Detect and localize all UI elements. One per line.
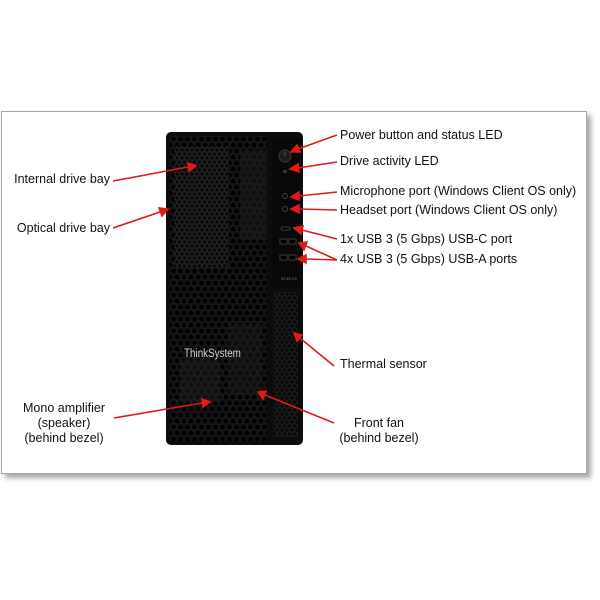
usb-c-port-icon <box>280 226 291 231</box>
label-front-fan: Front fan (behind bezel) <box>336 416 422 446</box>
mesh-shadow-patch <box>180 360 220 402</box>
usb-a-port-icon <box>279 238 288 245</box>
label-internal-drive-bay: Internal drive bay <box>14 172 110 186</box>
arrow-front-fan <box>264 394 335 424</box>
arrow-microphone-port <box>298 191 338 197</box>
mesh-shadow-patch-2 <box>228 324 262 394</box>
label-front-fan-line1: Front fan <box>353 416 405 430</box>
arrow-drive-activity-led <box>297 161 338 169</box>
usb-a-port-icon <box>288 254 297 261</box>
label-mono-amplifier-line2: (speaker) <box>37 416 91 430</box>
arrow-mono-amplifier <box>113 402 203 419</box>
label-front-fan-line2: (behind bezel) <box>339 431 419 445</box>
microphone-port-icon <box>282 193 288 199</box>
diagram-frame: ST45 V3 ThinkSystem <box>1 111 587 474</box>
right-vent-column <box>274 292 298 437</box>
arrow-internal-drive-bay <box>112 166 189 182</box>
label-usb-c: 1x USB 3 (5 Gbps) USB-C port <box>340 232 513 246</box>
label-optical-drive-bay: Optical drive bay <box>16 221 110 235</box>
diagram-canvas: ST45 V3 ThinkSystem <box>112 132 338 445</box>
label-thermal-sensor: Thermal sensor <box>340 357 427 371</box>
usb-a-port-icon <box>288 238 297 245</box>
headset-port-icon <box>282 206 288 212</box>
drive-activity-led-icon <box>283 170 287 173</box>
arrow-power-button <box>297 134 338 150</box>
arrow-usb-c <box>301 229 338 240</box>
server-tower: ST45 V3 ThinkSystem <box>166 132 303 445</box>
side-accent-strip <box>240 150 267 240</box>
arrow-thermal-sensor <box>299 337 335 367</box>
label-drive-activity-led: Drive activity LED <box>340 154 439 168</box>
label-microphone-port: Microphone port (Windows Client OS only) <box>340 184 577 198</box>
label-power-button: Power button and status LED <box>340 128 503 142</box>
arrow-optical-drive-bay <box>112 211 161 229</box>
usb-a-port-icon <box>279 254 288 261</box>
label-usb-a: 4x USB 3 (5 Gbps) USB-A ports <box>340 252 518 266</box>
thinksystem-logo: ThinkSystem <box>184 347 241 360</box>
label-mono-amplifier-line1: Mono amplifier <box>23 401 105 415</box>
label-mono-amplifier-line3: (behind bezel) <box>24 431 104 445</box>
callout-arrows <box>112 134 338 424</box>
internal-drive-bay-panel <box>174 146 229 268</box>
arrow-usb-a-upper <box>305 245 338 261</box>
arrow-usb-a-lower <box>305 258 338 261</box>
model-label: ST45 V3 <box>281 276 297 281</box>
label-mono-amplifier: Mono amplifier (speaker) (behind bezel) <box>12 401 116 446</box>
io-panel <box>272 138 300 288</box>
label-headset-port: Headset port (Windows Client OS only) <box>340 203 558 217</box>
arrow-headset-port <box>298 208 338 211</box>
